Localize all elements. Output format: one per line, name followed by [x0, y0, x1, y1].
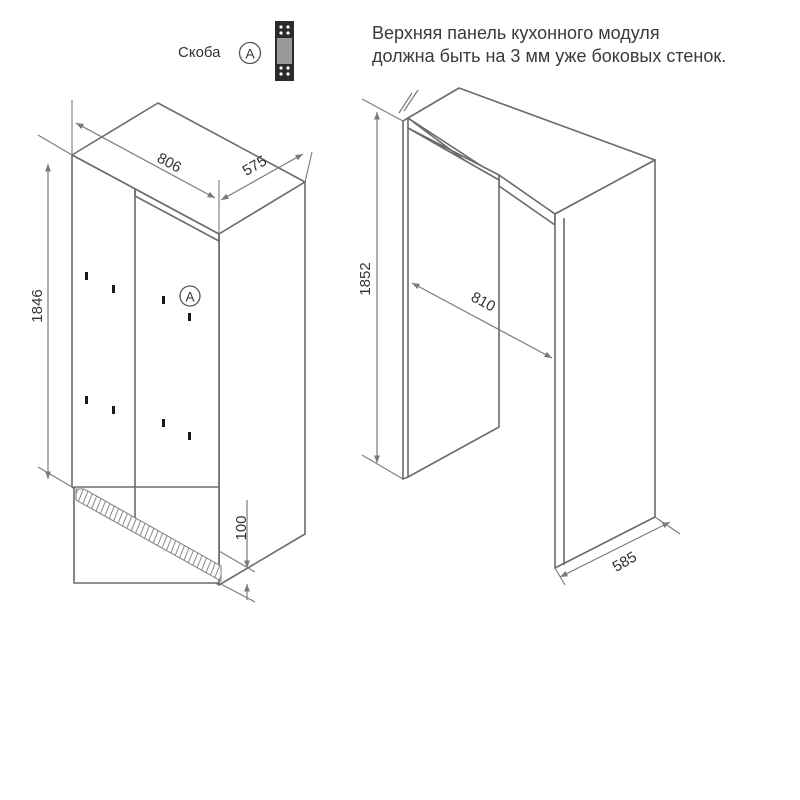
- niche-depth-dim-line: [559, 521, 671, 578]
- bracket-mark: [188, 432, 191, 440]
- door-marker-letter: A: [185, 290, 194, 305]
- legend-marker-letter: A: [245, 46, 255, 62]
- legend-marker-circle: [238, 41, 262, 65]
- installation-note: Верхняя панель кухонного модуля должна б…: [372, 22, 726, 68]
- bracket-legend: A: [238, 21, 294, 81]
- plinth-height-label: 100: [233, 515, 250, 540]
- bracket-mark: [112, 285, 115, 293]
- bracket-mark: [85, 272, 88, 280]
- niche-width-dim-line: [411, 282, 553, 359]
- niche-top-tick-2: [403, 89, 419, 112]
- niche-height-label: 1852: [357, 262, 374, 295]
- note-line-1: Верхняя панель кухонного модуля: [372, 23, 660, 43]
- height-ext-bottom: [37, 466, 73, 488]
- door-bracket-marks: [85, 272, 191, 440]
- note-line-2: должна быть на 3 мм уже боковых стенок.: [372, 46, 727, 66]
- fridge-front-face: [71, 154, 220, 586]
- bracket-mark: [162, 296, 165, 304]
- niche-height-ext-bottom: [361, 454, 404, 480]
- refrigerator-drawing: A 806 575 1846 100: [29, 100, 313, 603]
- niche-height-ext-top: [361, 98, 404, 122]
- niche-depth-label: 585: [610, 548, 640, 575]
- plinth-ext-top: [218, 550, 256, 573]
- niche-depth-ext-back: [654, 516, 681, 535]
- bracket-legend-icon: [275, 21, 294, 81]
- plinth-ext-bottom: [218, 582, 256, 603]
- bracket-mark: [162, 419, 165, 427]
- fridge-side-face: [218, 181, 306, 586]
- fridge-height-label: 1846: [29, 289, 46, 322]
- bracket-mark: [85, 396, 88, 404]
- depth-ext-back: [304, 151, 313, 183]
- width-dim-line: [75, 122, 216, 199]
- niche-left-wall-edge: [402, 117, 409, 481]
- depth-dim-line: [220, 153, 304, 201]
- bracket-mark: [112, 406, 115, 414]
- door-marker-circle: [179, 285, 201, 307]
- niche-drawing: 1852 810 585: [357, 87, 681, 586]
- niche-right-wall: [554, 159, 656, 569]
- bracket-mark: [188, 313, 191, 321]
- height-ext-top: [37, 134, 73, 156]
- bracket-legend-label: Скоба: [178, 44, 221, 61]
- ventilation-grille: [75, 488, 222, 582]
- niche-top-tick: [398, 92, 413, 114]
